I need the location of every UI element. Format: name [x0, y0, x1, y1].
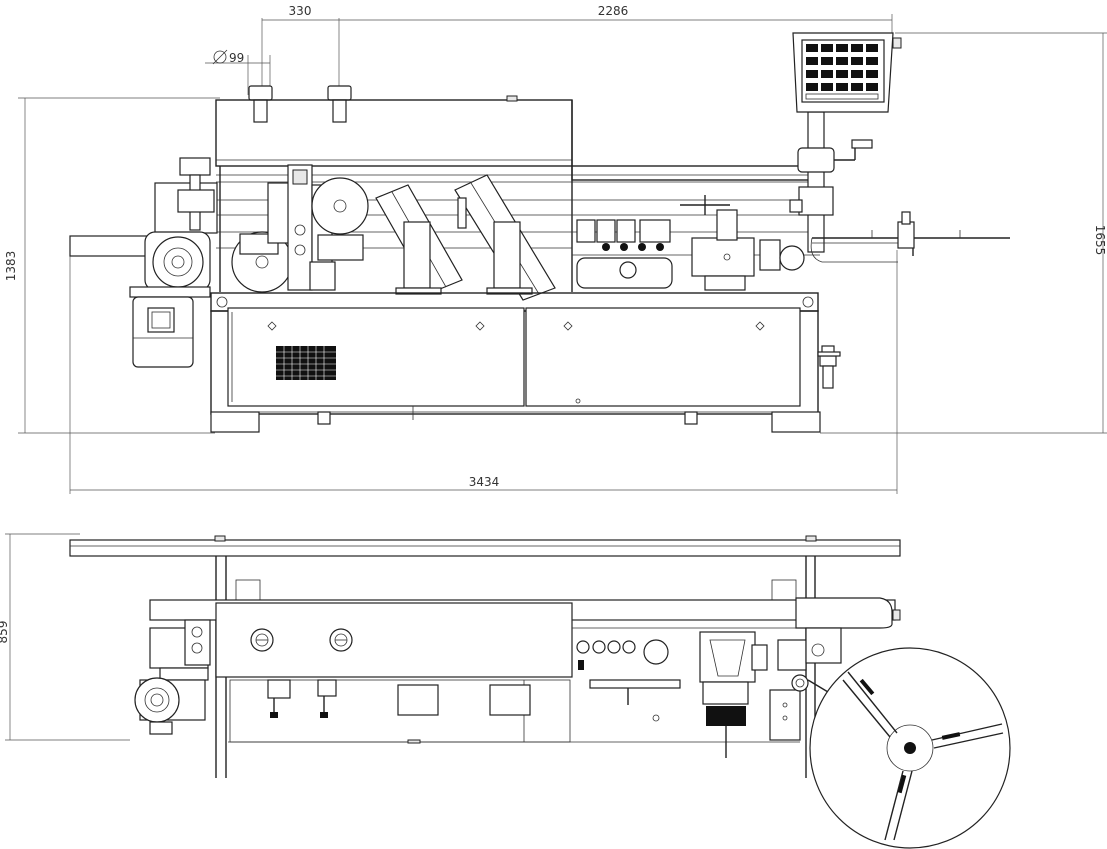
air-filter-unit — [817, 345, 841, 389]
vent-grid — [276, 346, 336, 380]
outfeed-rail — [810, 211, 1010, 263]
control-panel-buttons — [806, 44, 878, 91]
dimension-diameter-label: 99 — [229, 51, 244, 65]
caster-right — [684, 411, 698, 425]
trimming-section-top — [576, 631, 807, 758]
dimension-spacing-label: 330 — [289, 4, 312, 18]
top-roller-left — [248, 85, 273, 123]
edge-coil-disc — [809, 647, 1011, 849]
front-view: 330 2286 99 3434 1383 1655 — [4, 4, 1107, 494]
right-head-top — [791, 597, 901, 693]
dimension-depth-label: 859 — [0, 621, 10, 644]
top-view: 859 — [0, 533, 1011, 849]
end-trimming-unit-2 — [454, 174, 556, 301]
top-roller-right — [327, 85, 352, 123]
feed-bar — [69, 235, 151, 257]
diameter-symbol-icon — [212, 49, 228, 65]
dimension-front-height-label: 1383 — [4, 251, 18, 282]
control-column — [789, 111, 873, 253]
top-rail-beam — [69, 535, 901, 557]
trimming-section — [576, 195, 805, 291]
foot-left — [210, 411, 260, 433]
dimension-span-label: 2286 — [598, 4, 629, 18]
end-trimming-unit-1 — [375, 184, 463, 295]
control-panel — [792, 32, 902, 113]
dimension-overall-length-label: 3434 — [469, 475, 500, 489]
left-drive-unit — [134, 619, 211, 735]
dimension-total-height-label: 1655 — [1093, 225, 1107, 256]
gear-motor — [129, 231, 211, 368]
base-frame — [210, 292, 819, 420]
caster-left — [317, 411, 331, 425]
dimension-lines-top — [5, 533, 130, 741]
left-end-guide — [154, 157, 218, 234]
foot-right — [771, 411, 821, 433]
main-body — [149, 599, 896, 743]
under-units — [267, 679, 531, 744]
glue-unit — [231, 164, 369, 293]
upper-beam — [571, 165, 818, 181]
dimension-lines-front — [18, 14, 1107, 494]
top-hood — [215, 95, 573, 167]
